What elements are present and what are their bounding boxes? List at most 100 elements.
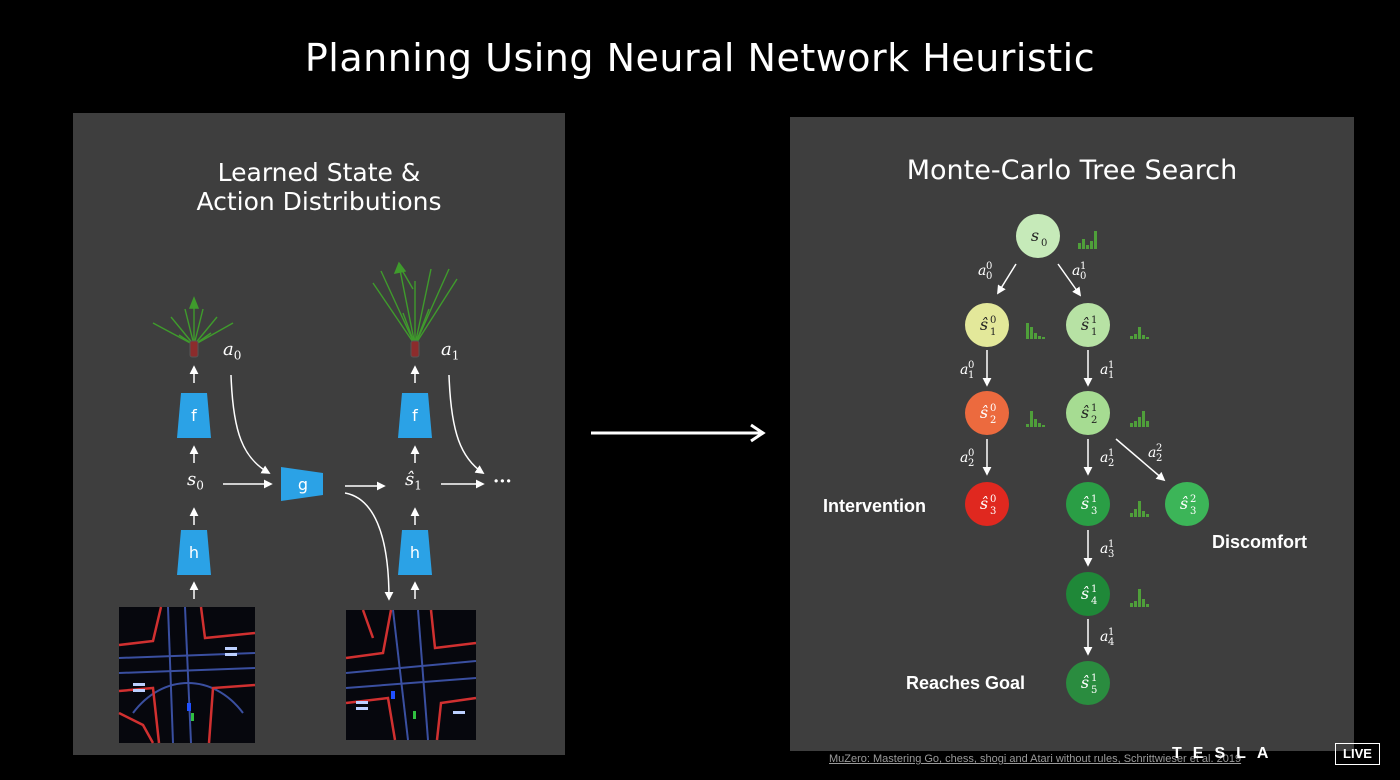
h-label-right: h: [410, 543, 420, 562]
svg-text:3: 3: [990, 506, 996, 517]
muzero-diagram: f f h h g: [118, 261, 485, 744]
svg-text:0: 0: [990, 403, 996, 414]
svg-text:1: 1: [1091, 673, 1097, 684]
svg-text:ŝ: ŝ: [980, 403, 988, 422]
svg-text:3: 3: [1190, 506, 1196, 517]
muzero-diagram-panel: Learned State & Action Distributions: [73, 113, 565, 755]
svg-text:ŝ: ŝ: [1081, 494, 1089, 513]
live-badge: LIVE: [1335, 743, 1380, 765]
value-histogram-icon: [1026, 411, 1045, 427]
svg-text:1: 1: [1108, 360, 1114, 371]
prediction-function-f-right: [398, 393, 432, 438]
value-histogram-icon: [1130, 411, 1149, 427]
tree-edge: [997, 263, 1017, 295]
svg-text:3: 3: [1091, 506, 1097, 517]
tree-edge: [1057, 263, 1082, 297]
svg-text:2: 2: [1108, 458, 1114, 469]
svg-text:ŝ: ŝ: [1081, 315, 1089, 334]
representation-function-h-left: [177, 530, 211, 575]
svg-text:2: 2: [1156, 443, 1162, 454]
svg-text:1: 1: [1091, 584, 1097, 595]
svg-text:4: 4: [1091, 596, 1097, 607]
svg-text:2: 2: [1091, 415, 1097, 426]
svg-text:a: a: [978, 263, 986, 279]
value-histogram-icon: [1130, 589, 1149, 607]
svg-text:ŝ: ŝ: [980, 315, 988, 334]
action-distribution-fan-right: [372, 261, 458, 346]
svg-text:1: 1: [968, 370, 974, 381]
representation-function-h-right: [398, 530, 432, 575]
svg-text:ŝ: ŝ: [1081, 673, 1089, 692]
svg-text:ŝ: ŝ: [1180, 494, 1188, 513]
value-histogram-icon: [1026, 323, 1045, 339]
value-histogram-icon: [1130, 501, 1149, 517]
panel-title-line-2: Action Distributions: [196, 187, 442, 216]
citation-link[interactable]: MuZero: Mastering Go, chess, shogi and A…: [829, 753, 1242, 765]
svg-text:4: 4: [1108, 637, 1114, 648]
svg-text:1: 1: [1080, 261, 1086, 272]
svg-text:1: 1: [1091, 315, 1097, 326]
state-label-s0: s0: [187, 469, 204, 493]
transition-arrow: [591, 423, 766, 443]
svg-text:a: a: [1100, 450, 1108, 466]
camera-view-left: [118, 606, 256, 744]
panel-title-mcts: Monte-Carlo Tree Search: [906, 155, 1238, 186]
svg-text:a: a: [1148, 445, 1156, 461]
outcome-discomfort: Discomfort: [1212, 532, 1308, 552]
svg-text:a: a: [1100, 541, 1108, 557]
svg-text:a: a: [1072, 263, 1080, 279]
svg-text:3: 3: [1108, 549, 1114, 560]
value-histogram-icon: [1130, 327, 1149, 339]
svg-text:5: 5: [1091, 685, 1097, 696]
svg-text:0: 0: [990, 494, 996, 505]
h-label-left: h: [189, 543, 199, 562]
svg-text:1: 1: [1091, 327, 1097, 338]
svg-text:2: 2: [990, 415, 996, 426]
svg-text:a: a: [960, 450, 968, 466]
dynamics-function-g: [281, 467, 323, 501]
camera-view-right: [345, 609, 477, 741]
action-distribution-fan-left: [152, 296, 234, 346]
svg-text:1: 1: [1108, 627, 1114, 638]
svg-text:1: 1: [990, 327, 996, 338]
svg-text:a: a: [1100, 629, 1108, 645]
svg-text:0: 0: [990, 315, 996, 326]
svg-text:2: 2: [1190, 494, 1196, 505]
slide-title: Planning Using Neural Network Heuristic: [304, 36, 1096, 80]
state-label-s1-hat: ŝ1: [405, 469, 422, 493]
svg-text:1: 1: [1108, 370, 1114, 381]
svg-text:0: 0: [986, 271, 992, 282]
action-label-a1: a1: [441, 339, 460, 363]
f-label-left: f: [191, 406, 197, 425]
flow-arrows: [223, 374, 485, 601]
vehicle-icon-left: [189, 340, 199, 358]
tree-edge: [1115, 438, 1166, 482]
panel-title-learned-distributions: Learned State & Action Distributions: [73, 158, 565, 216]
svg-text:a: a: [1100, 362, 1108, 378]
g-label: g: [298, 475, 308, 494]
svg-text:0: 0: [1080, 271, 1086, 282]
svg-text:1: 1: [1091, 494, 1097, 505]
outcome-intervention: Intervention: [823, 496, 927, 516]
svg-text:a: a: [960, 362, 968, 378]
svg-text:1: 1: [1108, 448, 1114, 459]
svg-text:ŝ: ŝ: [1081, 403, 1089, 422]
